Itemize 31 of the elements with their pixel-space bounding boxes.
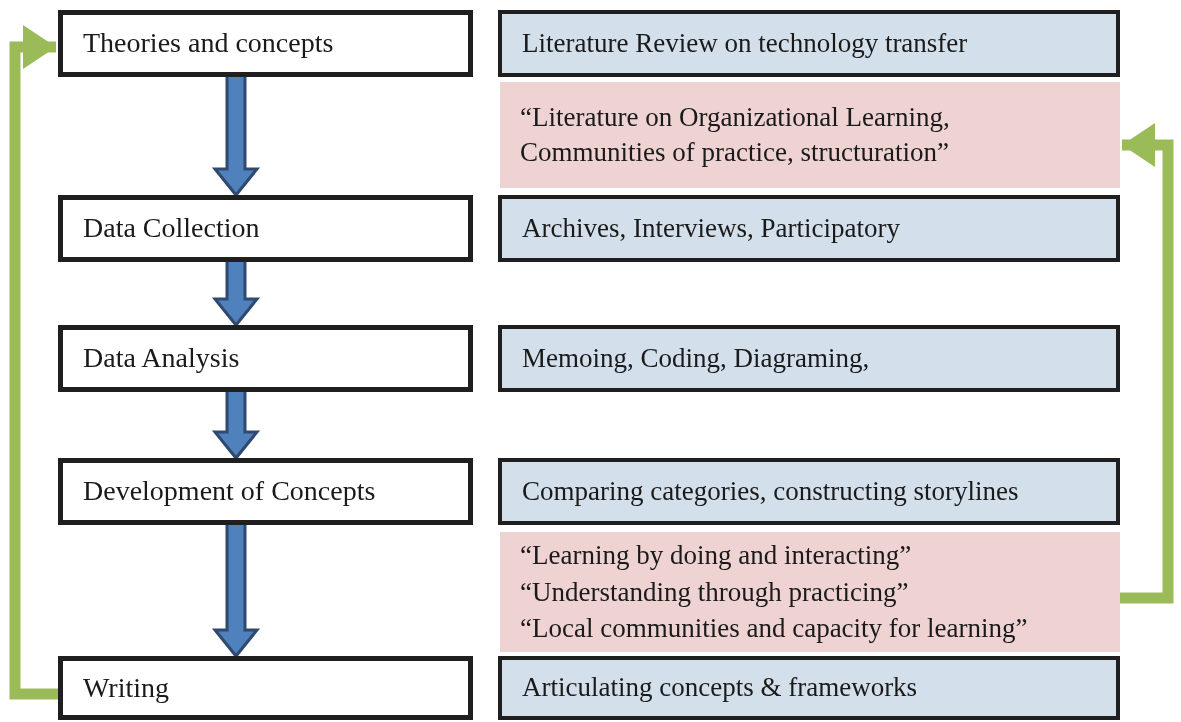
method-box: [498, 195, 1120, 262]
box-text: Data Analysis: [83, 341, 241, 376]
box-text: “Literature on Organizational Learning, Communities of practice, structuration”: [520, 100, 951, 169]
step-box: [58, 458, 473, 525]
box-text: Theories and concepts: [83, 26, 335, 61]
method-box: [498, 656, 1120, 720]
box-text: Data Collection: [83, 211, 261, 246]
box-text: “Local communities and capacity for learning”: [520, 612, 1029, 646]
step-box: [58, 195, 473, 262]
box-text: Archives, Interviews, Participatory: [522, 211, 901, 245]
box-text: “Learning by doing and interacting”: [520, 539, 913, 573]
block-arrow: [211, 390, 261, 461]
block-arrow: [211, 75, 261, 198]
step-box: [58, 10, 473, 77]
feedback-arrow: [1120, 123, 1174, 604]
box-text: Literature Review on technology transfer: [522, 26, 969, 60]
block-arrow: [211, 523, 261, 659]
method-box: [498, 458, 1120, 525]
theme-box: [500, 532, 1120, 652]
method-box: [498, 325, 1120, 392]
method-box: [498, 10, 1120, 77]
box-text: Writing: [83, 670, 170, 705]
box-text: Articulating concepts & frameworks: [522, 671, 919, 705]
block-arrow: [211, 260, 261, 328]
box-text: Development of Concepts: [83, 474, 377, 509]
box-text: Comparing categories, constructing storylines: [522, 474, 1020, 508]
theme-box: [500, 82, 1120, 188]
box-text: “Understanding through practicing”: [520, 575, 910, 609]
step-box: [58, 656, 473, 720]
step-box: [58, 325, 473, 392]
box-text: Memoing, Coding, Diagraming,: [522, 341, 871, 375]
